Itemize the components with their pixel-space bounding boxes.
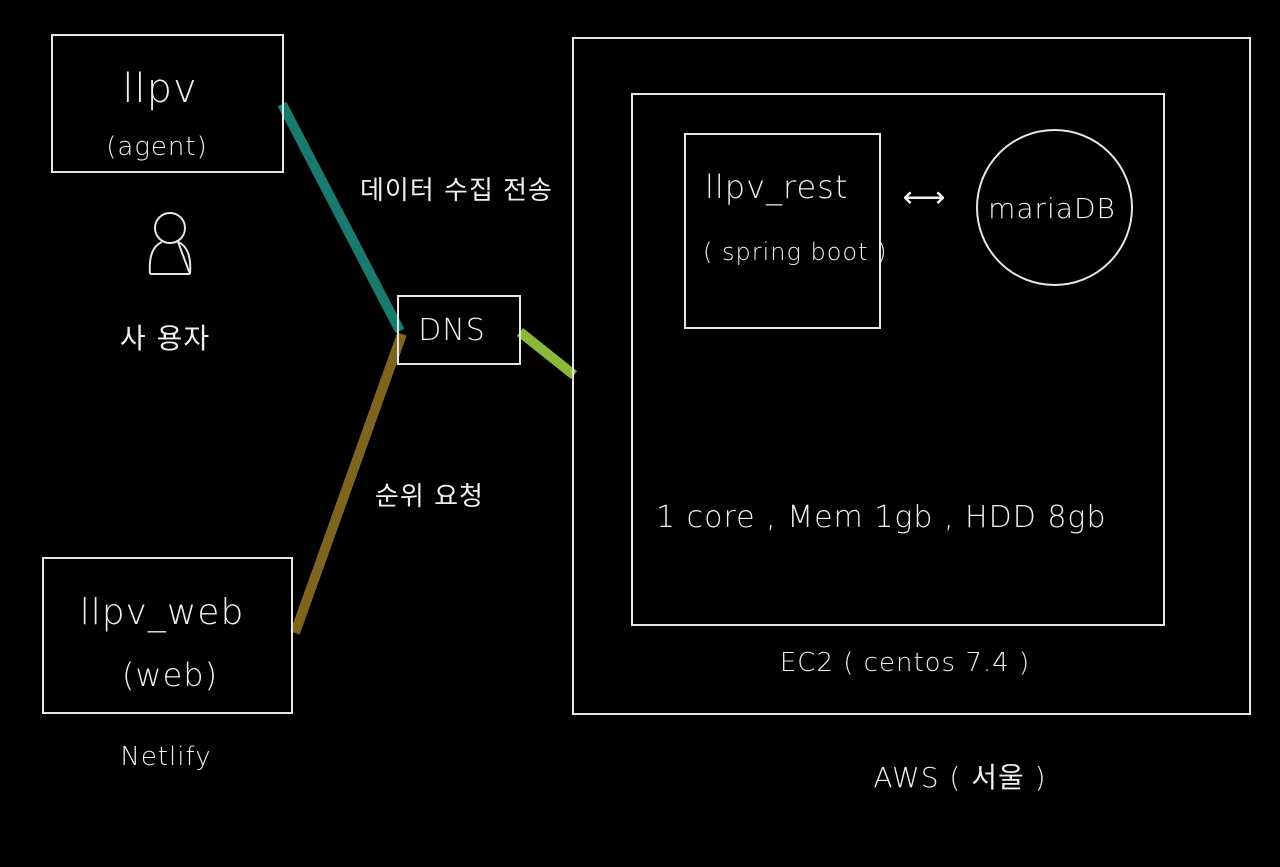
rest-title: llpv_rest (705, 168, 849, 206)
agent-dns-connector (277, 101, 405, 334)
dns-ec2-connector (516, 328, 578, 379)
agent-box (51, 34, 284, 173)
bidirectional-arrow-icon: ⟷ (902, 180, 946, 215)
agent-title: llpv (122, 66, 198, 112)
agent-subtitle: (agent) (106, 132, 208, 162)
ec2-specs: 1 core , Mem 1gb , HDD 8gb (656, 500, 1107, 535)
web-dns-label: 순위 요청 (375, 482, 484, 512)
agent-dns-label: 데이터 수집 전송 (360, 176, 553, 206)
aws-region-box (572, 37, 1251, 715)
database-circle (976, 129, 1133, 286)
web-dns-connector (290, 332, 407, 635)
web-subtitle: (web) (121, 656, 219, 694)
web-host-label: Netlify (120, 742, 212, 772)
ec2-label: EC2 ( centos 7.4 ) (779, 648, 1031, 678)
ec2-instance-box (631, 93, 1165, 626)
dns-label: DNS (418, 313, 486, 348)
user-icon (148, 212, 192, 275)
aws-label: AWS ( 서울 ) (873, 761, 1047, 794)
web-box (42, 557, 293, 714)
rest-subtitle: ( spring boot ) (703, 238, 888, 266)
user-label: 사 용자 (119, 322, 211, 355)
rest-server-box (684, 133, 881, 329)
database-label: mariaDB (988, 192, 1116, 225)
dns-box (397, 295, 521, 365)
web-title: llpv_web (79, 592, 245, 633)
